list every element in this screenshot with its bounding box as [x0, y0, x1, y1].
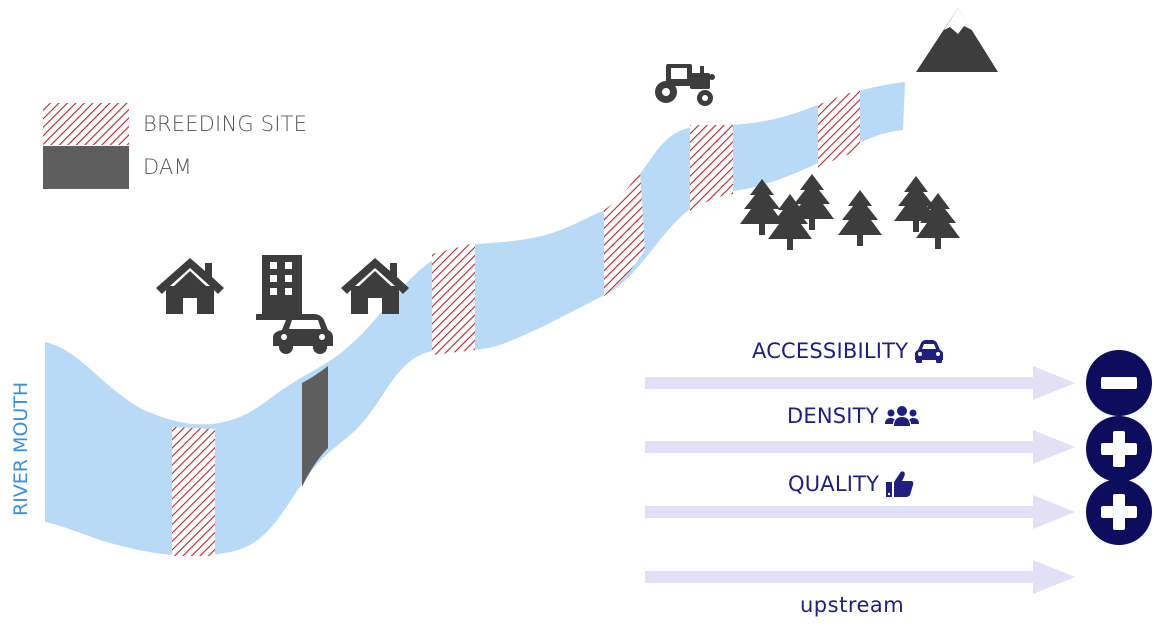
- factor-accessibility: ACCESSIBILITY: [752, 339, 944, 363]
- breeding-site-3: [604, 172, 645, 296]
- building-icon: [256, 255, 308, 320]
- arrow-density: [645, 430, 1075, 464]
- breeding-site-2: [432, 243, 475, 355]
- factor-accessibility-label: ACCESSIBILITY: [752, 339, 909, 363]
- factor-quality: QUALITY: [788, 470, 915, 498]
- tractor-icon: [655, 64, 715, 106]
- breeding-site-4: [690, 125, 733, 212]
- arrow-quality: [645, 495, 1075, 529]
- house-icon: [341, 258, 409, 314]
- people-icon: [884, 406, 919, 426]
- upstream-label: upstream: [800, 593, 905, 617]
- car-icon: [273, 314, 333, 354]
- legend-breeding-swatch: [43, 103, 129, 145]
- car-icon: [915, 340, 944, 363]
- breeding-site-1: [172, 427, 215, 556]
- plus-badge-icon: [1086, 479, 1152, 545]
- minus-badge-icon: [1086, 350, 1152, 416]
- legend-dam-swatch: [43, 146, 129, 189]
- legend-dam-label: DAM: [143, 155, 192, 179]
- factor-quality-label: QUALITY: [788, 472, 880, 496]
- legend-breeding-site-label: BREEDING SITE: [143, 112, 308, 136]
- arrow-upstream: [645, 560, 1075, 594]
- dam: [302, 366, 328, 487]
- factor-density: DENSITY: [787, 404, 919, 428]
- plus-badge-icon: [1086, 416, 1152, 482]
- arrow-accessibility: [645, 366, 1075, 400]
- thumbs-up-icon: [886, 471, 914, 497]
- house-icon: [156, 258, 224, 314]
- breeding-site-5: [818, 90, 860, 168]
- tree-cluster: [740, 174, 960, 250]
- tree-icon: [838, 190, 882, 246]
- mountain-icon: [916, 8, 998, 72]
- river-mouth-label: RIVER MOUTH: [10, 381, 32, 516]
- factor-density-label: DENSITY: [787, 404, 879, 428]
